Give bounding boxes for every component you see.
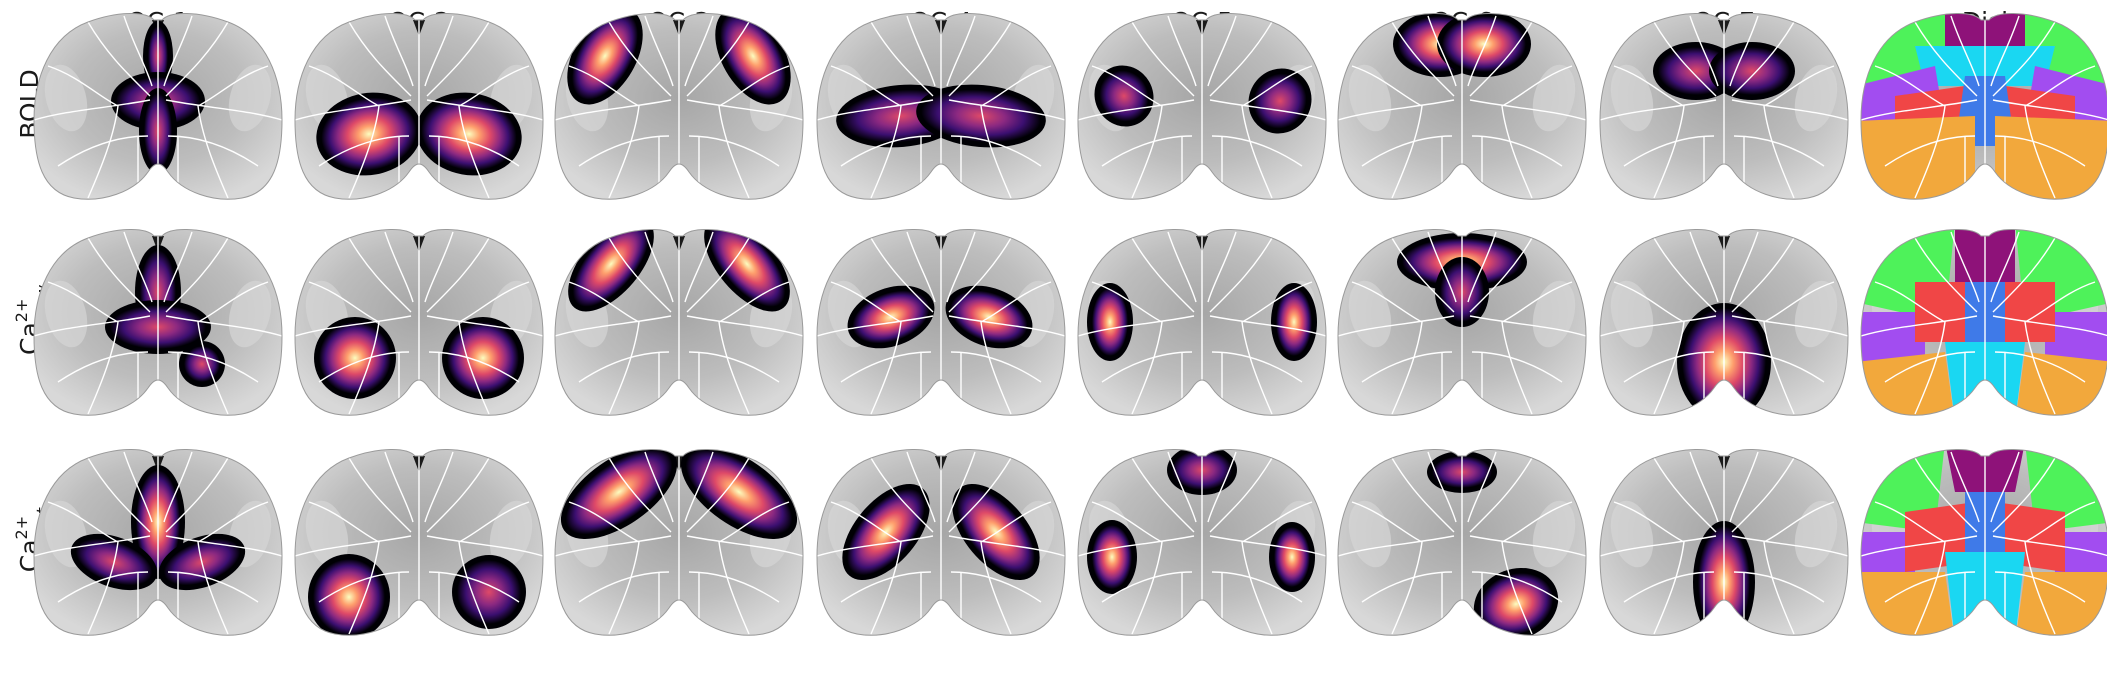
- activation-blob: [313, 559, 385, 635]
- activation-blob: [184, 346, 220, 382]
- region-outlines: [34, 451, 282, 635]
- region-outlines: [295, 15, 543, 199]
- brain-panel-grid: [33, 13, 2107, 636]
- brain-panel: [1077, 449, 1327, 636]
- activation-blob: [921, 89, 1041, 143]
- brain-outline: [33, 13, 283, 200]
- brain-outline: [294, 229, 544, 416]
- brain-outline: [1599, 229, 1849, 416]
- cluster-region: [1861, 116, 1975, 200]
- brain-panel: [554, 13, 804, 200]
- activation-blob: [1714, 47, 1790, 95]
- brain-outline: [1077, 13, 1327, 200]
- brain-outline: [554, 229, 804, 416]
- brain-panel: [33, 13, 283, 200]
- region-outlines: [1600, 451, 1848, 635]
- brain-panel: [1599, 449, 1849, 636]
- brain-panel: [816, 449, 1066, 636]
- brain-panel: [1860, 449, 2107, 636]
- region-outlines: [1600, 231, 1848, 415]
- activation-blob: [1442, 16, 1526, 72]
- activation-blob: [847, 488, 925, 576]
- brain-outline: [1337, 229, 1587, 416]
- cluster-region: [2055, 532, 2107, 582]
- brain-outline: [1599, 449, 1849, 636]
- brain-panel: [1337, 13, 1587, 200]
- row-label-superscript: 2+: [12, 516, 31, 540]
- brain-panel: [1337, 449, 1587, 636]
- brain-panel: [554, 449, 804, 636]
- row-label-superscript: 2+: [12, 299, 31, 323]
- region-outlines: [295, 231, 543, 415]
- region-outlines: [295, 451, 543, 635]
- cluster-region: [1995, 116, 2107, 200]
- region-outlines: [1861, 451, 2107, 635]
- activation-blob: [1274, 527, 1310, 587]
- activation-blob: [421, 97, 517, 171]
- activation-blob: [1092, 288, 1128, 356]
- activation-blob: [1478, 572, 1554, 636]
- activation-blob: [1253, 73, 1307, 129]
- region-outlines: [555, 451, 803, 635]
- brain-panel: [294, 229, 544, 416]
- region-outlines: [1078, 231, 1326, 415]
- brain-outline: [1077, 449, 1327, 636]
- activation-blob: [957, 488, 1035, 576]
- brain-panel: [1077, 13, 1327, 200]
- brain-panel: [1860, 229, 2107, 416]
- region-outlines: [34, 15, 282, 199]
- brain-outline: [33, 449, 283, 636]
- cluster-region: [1895, 86, 1965, 126]
- brain-panel: [1599, 13, 1849, 200]
- brain-panel: [294, 449, 544, 636]
- cluster-region: [1995, 282, 2055, 342]
- activation-blob: [321, 97, 417, 171]
- brain-panel: [1077, 229, 1327, 416]
- region-outlines: [555, 231, 803, 415]
- region-outlines: [555, 15, 803, 199]
- region-outlines: [34, 231, 282, 415]
- region-outlines: [1338, 15, 1586, 199]
- brain-outline: [554, 449, 804, 636]
- brain-panel: [294, 13, 544, 200]
- brain-outline: [1860, 449, 2107, 636]
- brain-outline: [1337, 449, 1587, 636]
- brain-outline: [1860, 229, 2107, 416]
- region-outlines: [1338, 231, 1586, 415]
- brain-outline: [33, 229, 283, 416]
- brain-outline: [816, 229, 1066, 416]
- cluster-region: [2005, 86, 2075, 126]
- brain-panel: [33, 229, 283, 416]
- brain-panel: [816, 13, 1066, 200]
- region-outlines: [1600, 15, 1848, 199]
- activation-blob: [319, 322, 391, 394]
- activation-blob: [1276, 288, 1312, 356]
- activation-blob: [572, 229, 650, 307]
- brain-outline: [816, 13, 1066, 200]
- region-outlines: [817, 451, 1065, 635]
- brain-outline: [1860, 13, 2107, 200]
- brain-panel: [1599, 229, 1849, 416]
- brain-panel: [1860, 13, 2107, 200]
- brain-outline: [294, 449, 544, 636]
- brain-outline: [1599, 13, 1849, 200]
- brain-outline: [554, 13, 804, 200]
- activation-blob: [457, 560, 521, 624]
- brain-outline: [1077, 229, 1327, 416]
- brain-panel: [816, 229, 1066, 416]
- activation-blob: [1092, 525, 1132, 589]
- cluster-region: [1861, 532, 1915, 582]
- activation-blob: [447, 322, 519, 394]
- region-outlines: [817, 231, 1065, 415]
- brain-outline: [816, 449, 1066, 636]
- activation-blob: [708, 229, 786, 307]
- brain-outline: [294, 13, 544, 200]
- brain-panel: [554, 229, 804, 416]
- brain-panel: [1337, 229, 1587, 416]
- cluster-region: [1915, 282, 1975, 342]
- brain-outline: [1337, 13, 1587, 200]
- brain-panel: [33, 449, 283, 636]
